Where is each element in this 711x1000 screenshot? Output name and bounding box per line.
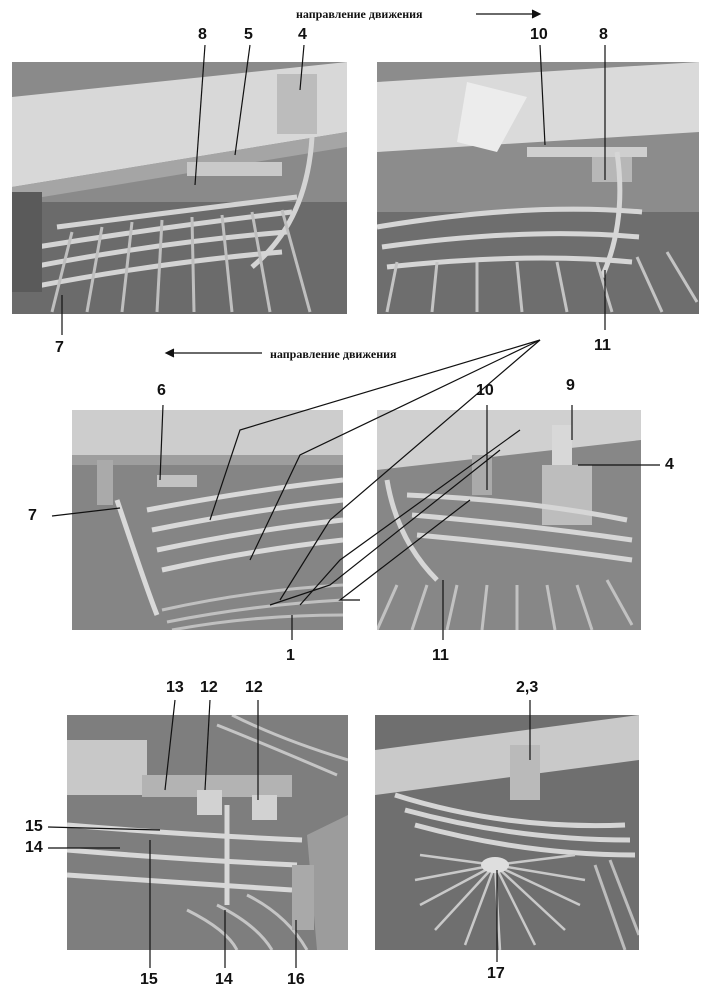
callout-label: 12: [245, 679, 263, 696]
callout-label: 7: [28, 507, 37, 524]
photo-rake-top-left: [12, 62, 347, 314]
callout-label: 5: [244, 26, 253, 43]
callout-label: 10: [476, 382, 494, 399]
callout-label: 14: [25, 839, 43, 856]
callout-label: 10: [530, 26, 548, 43]
callout-label: 9: [566, 377, 575, 394]
callout-label: 12: [200, 679, 218, 696]
photo-rake-top-right: [377, 62, 699, 314]
callout-label: 14: [215, 971, 233, 988]
direction-caption-top: направление движения: [296, 7, 423, 21]
callout-label: 6: [157, 382, 166, 399]
callout-label: 2,3: [516, 679, 539, 696]
callout-label: 8: [599, 26, 608, 43]
callout-label: 11: [594, 337, 611, 354]
callout-label: 13: [166, 679, 184, 696]
callout-label: 16: [287, 971, 305, 988]
direction-caption-middle: направление движения: [270, 347, 397, 361]
photo-rake-bottom-left: [67, 715, 348, 950]
callout-label: 4: [298, 26, 307, 43]
callout-label: 7: [55, 339, 64, 356]
photo-rake-middle-right: [377, 410, 641, 630]
photo-rake-middle-left: [72, 410, 343, 630]
callout-label: 15: [140, 971, 158, 988]
callout-label: 8: [198, 26, 207, 43]
callout-label: 1: [286, 647, 295, 664]
callout-label: 4: [665, 456, 674, 473]
callout-label: 15: [25, 818, 43, 835]
photo-rake-bottom-right: [375, 715, 639, 950]
callout-label: 11: [432, 647, 449, 664]
callout-label: 17: [487, 965, 505, 982]
